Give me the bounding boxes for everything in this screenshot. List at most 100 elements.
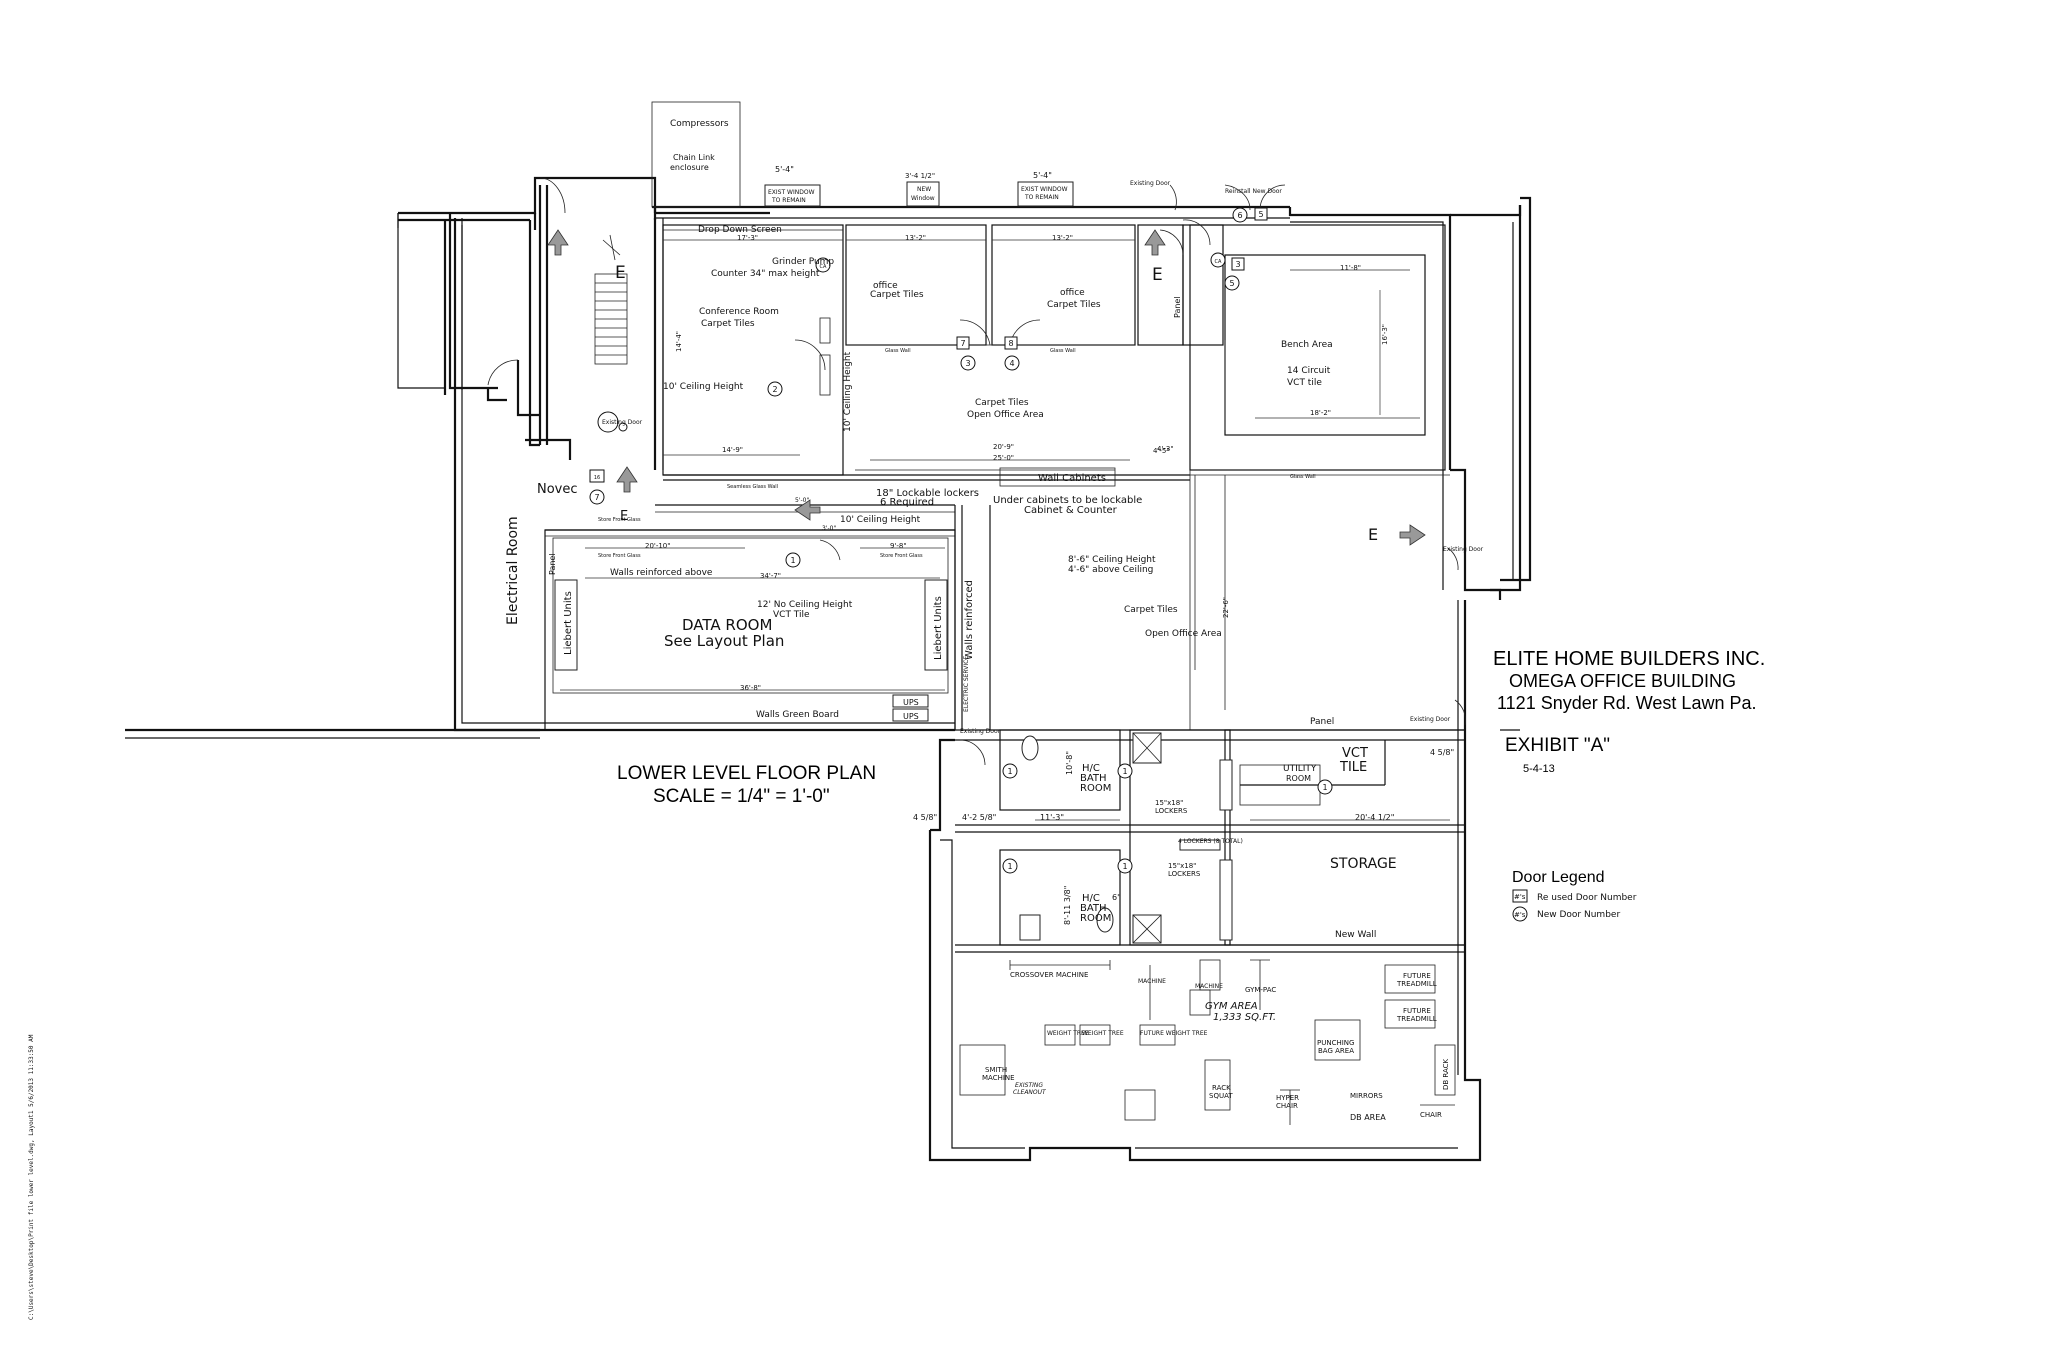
hyper-chair-1: HYPER: [1276, 1094, 1299, 1102]
ups-2: UPS: [903, 712, 919, 721]
dim-d14: 36'-8": [740, 684, 761, 692]
existing-door-lower: Existing Door: [960, 728, 1001, 735]
lockers-6: 6 Required: [880, 497, 934, 508]
ceiling-vert: 10' Ceiling Height: [843, 351, 853, 432]
door-tag-9: 1: [1322, 783, 1327, 792]
smith-machine-2: MACHINE: [982, 1074, 1015, 1082]
cabinet-counter: Cabinet & Counter: [1024, 505, 1118, 516]
mirrors-label: MIRRORS: [1350, 1092, 1383, 1100]
lockers-label-2: LOCKERS: [1168, 870, 1201, 878]
stair-e-label: E: [615, 263, 626, 283]
dim-d5: 16'-3": [1381, 324, 1389, 345]
dim-d21: 4 5/8": [1430, 748, 1454, 757]
arrow-up-icon: [616, 466, 638, 493]
dim-d7: 20'-9": [993, 443, 1014, 451]
storage-label: STORAGE: [1330, 856, 1397, 872]
panel-vert: Panel: [1173, 296, 1182, 318]
carpet-tiles-main: Carpet Tiles: [1124, 605, 1178, 615]
exterior-walls: [125, 101, 1532, 1162]
dim-d11: 20'-10": [645, 542, 670, 550]
door-tag-10: 7: [594, 493, 599, 502]
carpet-tiles-o1: Carpet Tiles: [870, 290, 924, 300]
legend-title: Door Legend: [1512, 869, 1605, 886]
carpet-tiles-o2: Carpet Tiles: [1047, 300, 1101, 310]
room-labels: Drop Down Screen Grinder Pump Counter 34…: [548, 225, 1334, 727]
future-treadmill-1b: TREADMILL: [1396, 980, 1437, 988]
office-2: office: [1060, 288, 1085, 298]
door-tag-18: CA: [820, 264, 827, 270]
arrow-up-icon: [547, 229, 569, 256]
dim-3-4: 3'-4 1/2": [905, 172, 935, 180]
dim-d26: 5'-0": [795, 497, 809, 504]
lockers-15x18-1: 15"x18": [1155, 799, 1183, 807]
crossover-machine: CROSSOVER MACHINE: [1010, 971, 1088, 979]
dim-d18: 11'-3": [1040, 813, 1064, 822]
hc-bath-1b: BATH: [1080, 773, 1107, 784]
circuit-14: 14 Circuit: [1287, 366, 1331, 376]
dimension-labels: 17'-3" 13'-2" 13'-2" 11'-8" 16'-3" 18'-2…: [645, 234, 1454, 925]
arrow-right-icon: [1399, 524, 1426, 546]
door-tag-12: 7: [960, 339, 965, 348]
exist-window-b1: EXIST WINDOW: [1021, 186, 1068, 193]
dim-d20: 20'-4 1/2": [1355, 813, 1394, 822]
legend-new-label: New Door Number: [1537, 910, 1620, 920]
ceiling-10b: 10' Ceiling Height: [840, 515, 921, 525]
dim-d13: 34'-7": [760, 572, 781, 580]
bench-area: Bench Area: [1281, 340, 1333, 350]
dim-d4: 11'-8": [1340, 264, 1361, 272]
chain-link-label-1: Chain Link: [673, 153, 715, 162]
grinder-pump: Grinder Pump: [772, 257, 834, 267]
rack-squat-1: RACK: [1212, 1084, 1231, 1092]
address: 1121 Snyder Rd. West Lawn Pa.: [1497, 693, 1756, 713]
chair-label: CHAIR: [1420, 1111, 1442, 1119]
exist-window-a1: EXIST WINDOW: [768, 189, 815, 196]
legend-reused-label: Re used Door Number: [1537, 893, 1637, 903]
arrow-up-icon: [1144, 229, 1166, 256]
building-name: OMEGA OFFICE BUILDING: [1509, 671, 1736, 691]
vct-tile-1: VCT: [1342, 746, 1368, 761]
door-tag-16: 16: [594, 475, 600, 481]
dim-d10: 14'-4": [675, 331, 683, 352]
chain-link-label-2: enclosure: [670, 163, 709, 172]
door-tag-13: 8: [1008, 339, 1013, 348]
vestibule-e-label: E: [1152, 265, 1163, 285]
vct-tile-data: VCT Tile: [773, 610, 810, 620]
door-legend: Door Legend #'s Re used Door Number #'s …: [1512, 869, 1637, 922]
walls-green-board: Walls Green Board: [756, 710, 839, 720]
office-1: office: [873, 281, 898, 291]
hc-bath-2c: ROOM: [1080, 913, 1111, 924]
gym-area-1: GYM AREA: [1205, 1001, 1258, 1012]
hyper-chair-2: CHAIR: [1276, 1102, 1298, 1110]
open-office-main: Open Office Area: [1145, 629, 1222, 639]
existing-door-right: Existing Door: [1443, 546, 1484, 553]
machine-1: MACHINE: [1138, 978, 1166, 985]
future-treadmill-2b: TREADMILL: [1396, 1015, 1437, 1023]
glass-wall-2: Glass Wall: [1050, 348, 1076, 354]
dim-5-4-b: 5'-4": [1033, 171, 1052, 180]
data-room: DATA ROOM: [682, 616, 772, 634]
door-tag-6: 1: [1122, 767, 1127, 776]
lockers-15x18-2: 15"x18": [1168, 862, 1196, 870]
dim-d15: 22'-6": [1222, 597, 1230, 618]
interior-walls: [544, 224, 1466, 1125]
door-tag-3: 5: [1229, 279, 1234, 288]
utility-room-2: ROOM: [1286, 774, 1311, 783]
ceiling-8-6: 8'-6" Ceiling Height: [1068, 555, 1156, 565]
door-tag-8: 1: [1122, 862, 1127, 871]
existing-cleanout-1: EXISTING: [1015, 1082, 1043, 1089]
vct-tile-2: TILE: [1339, 760, 1367, 775]
dim-4-5-8: 4 5/8": [913, 813, 937, 822]
future-treadmill-2a: FUTURE: [1403, 1007, 1431, 1015]
store-front-glass-2: Store Front Glass: [598, 553, 641, 559]
exist-window-a2: TO REMAIN: [771, 197, 806, 204]
exist-window-b2: TO REMAIN: [1024, 194, 1059, 201]
exit-arrows: [547, 229, 1426, 546]
plan-title-line2: SCALE = 1/4" = 1'-0": [653, 786, 830, 807]
smith-machine-1: SMITH: [985, 1066, 1007, 1074]
new-window-2: Window: [911, 195, 935, 202]
liebert-units-1: Liebert Units: [563, 591, 574, 655]
counter-note: Counter 34" max height: [711, 269, 820, 279]
dimension-lines: [560, 239, 1450, 821]
existing-door-left: Existing Door: [602, 419, 643, 426]
